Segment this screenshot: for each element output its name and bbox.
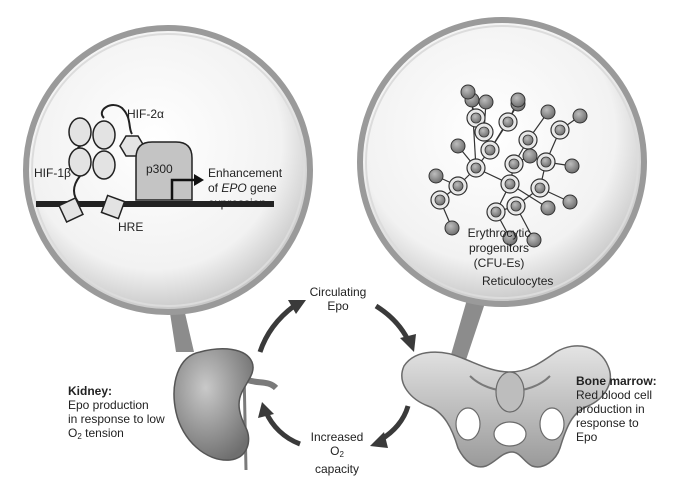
hif-complex (36, 104, 274, 223)
reticulocyte-cell (502, 230, 518, 246)
hif2a-subunit-top (92, 120, 116, 150)
hif2a-label: HIF-2α (127, 107, 164, 121)
reticulocyte-cell (572, 108, 588, 124)
kidney-title: Kidney: (68, 384, 113, 398)
reticulocyte-cell (526, 232, 542, 248)
hif1b-subunit-top (68, 117, 92, 147)
right-magnifier-circle (357, 17, 647, 307)
progenitor-nucleus (478, 126, 490, 138)
dna-strand (36, 201, 274, 207)
reticulocyte-cell (444, 220, 460, 236)
bone-marrow-label: Bone marrow: Red blood cell production i… (576, 374, 657, 444)
progenitor-nucleus (502, 116, 514, 128)
reticulocyte-cell (450, 138, 466, 154)
progenitor-nucleus (504, 178, 516, 190)
epo-enhancement-label: Enhancement of EPO gene expression (208, 166, 282, 211)
pelvis-illustration (401, 345, 611, 468)
reticulocyte-cell (522, 148, 538, 164)
reticulocyte-cell (540, 104, 556, 120)
hif2a-dna-binding (100, 194, 126, 220)
arrow-circulation-to-bone (374, 303, 411, 342)
progenitor-nucleus (522, 134, 534, 146)
progenitor-nucleus (434, 194, 446, 206)
erythroid-lineage-tree (428, 84, 588, 248)
reticulocyte-cell (540, 200, 556, 216)
progenitor-nucleus (510, 200, 522, 212)
kidney-illustration (173, 348, 279, 471)
hif1b-dna-binding (58, 197, 84, 223)
reticulocyte-cell (460, 84, 476, 100)
p300-coactivator (135, 141, 193, 201)
epo-enhancement-line1: Enhancement (208, 166, 283, 180)
kidney-label: Kidney: Epo production in response to lo… (68, 384, 165, 441)
transcription-start-arrow (170, 178, 196, 200)
reticulocyte-cell (428, 168, 444, 184)
reticulocyte-cell (562, 194, 578, 210)
circulating-epo-label: Circulating Epo (309, 285, 367, 313)
progenitor-nucleus (534, 182, 546, 194)
hif1b-subunit-mid (68, 147, 92, 177)
p300-label: p300 (146, 162, 173, 176)
hre-label: HRE (118, 220, 144, 234)
arrow-kidney-to-circulation (257, 304, 296, 353)
increased-o2-label: Increased O2 capacity (310, 430, 364, 476)
hif1b-label: HIF-1β (34, 166, 71, 180)
progenitor-nucleus (554, 124, 566, 136)
progenitor-nucleus (490, 206, 502, 218)
progenitor-nucleus (540, 156, 552, 168)
reticulocyte-cell (478, 94, 494, 110)
progenitor-nucleus (508, 158, 520, 170)
epo-enhancement-line2: of EPO gene (208, 181, 277, 195)
progenitor-nucleus (470, 112, 482, 124)
epo-enhancement-line3: expression (208, 196, 267, 210)
arrow-o2-to-kidney (263, 410, 301, 447)
progenitor-nucleus (484, 144, 496, 156)
reticulocytes-label: Reticulocytes (482, 274, 554, 288)
progenitor-nucleus (470, 162, 482, 174)
erythrocytic-progenitors-label: Erythrocytic progenitors (CFU-Es) (467, 226, 531, 270)
progenitor-nucleus (452, 180, 464, 192)
hif2a-subunit-mid (92, 150, 116, 180)
reticulocyte-cell (510, 92, 526, 108)
reticulocyte-cell (564, 158, 580, 174)
bone-marrow-title: Bone marrow: (576, 374, 657, 388)
cycle-arrows (257, 300, 416, 448)
